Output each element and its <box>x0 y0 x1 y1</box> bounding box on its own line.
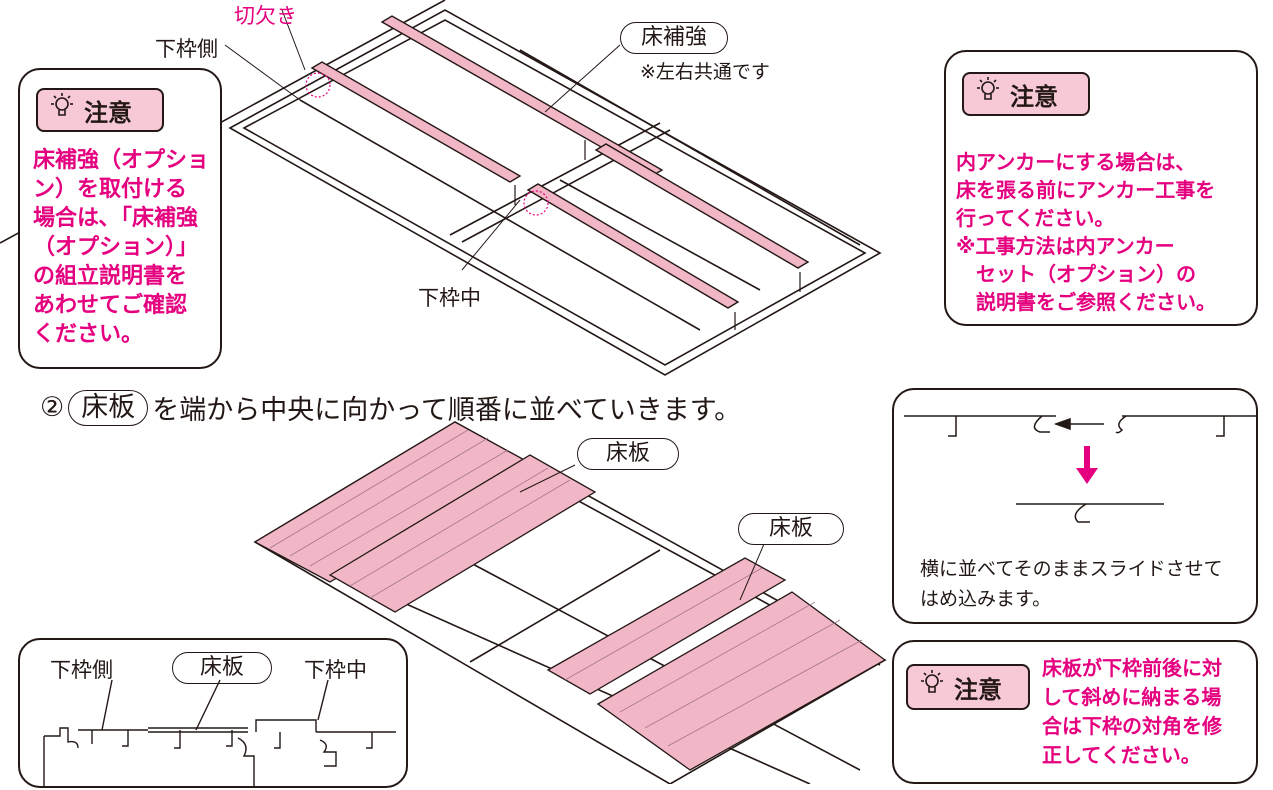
caution-badge-label: 注意 <box>1010 82 1058 111</box>
caution-badge-label: 注意 <box>954 675 1002 704</box>
caution-text: 床補強（オプショ ン）を取付ける 場合は､「床補強 （オプション）」 の組立説明… <box>33 148 210 347</box>
common-note: ※左右共通です <box>640 61 770 83</box>
reinforcement-pill: 床補強 <box>620 22 728 54</box>
section-board-pill: 床板 <box>172 652 272 684</box>
side-frame-label: 下枠側 <box>155 37 218 61</box>
step-instruction: を端から中央に向かって順番に並べていきます。 <box>152 395 742 426</box>
lightbulb-icon <box>46 91 78 129</box>
caution-badge: 注意 <box>36 88 164 132</box>
caution-box-bottom: 注意 床板が下枠前後に対 して斜めに納まる場 合は下枠の対角を修 正してください… <box>892 640 1258 784</box>
section-middle-label: 下枠中 <box>304 658 367 682</box>
caution-text: 内アンカーにする場合は、 床を張る前にアンカー工事を 行ってください。 ※工事方… <box>956 150 1216 314</box>
caution-box-right: 注意 内アンカーにする場合は、 床を張る前にアンカー工事を 行ってください。 ※… <box>944 50 1258 326</box>
caution-badge-label: 注意 <box>84 98 132 127</box>
step-part-pill: 床板 <box>68 389 149 426</box>
middle-frame-label: 下枠中 <box>418 286 481 310</box>
step-2-heading: ② 床板 を端から中央に向かって順番に並べていきます。 <box>40 388 741 427</box>
section-detail-box: 下枠側 床板 下枠中 <box>18 638 408 788</box>
slide-detail-drawing <box>904 415 1256 523</box>
caution-badge: 注意 <box>962 72 1090 116</box>
notch-label: 切欠き <box>234 4 297 28</box>
slide-detail-caption: 横に並べてそのままスライドさせて はめ込みます。 <box>920 558 1223 610</box>
caution-badge: 注意 <box>906 664 1030 710</box>
step-number: ② <box>40 392 65 423</box>
caution-text: 床板が下枠前後に対 して斜めに納まる場 合は下枠の対角を修 正してください。 <box>1042 656 1222 767</box>
floorboard-label-2: 床板 <box>738 513 844 545</box>
caution-box-left: 注意 床補強（オプショ ン）を取付ける 場合は､「床補強 （オプション）」 の組… <box>18 68 222 369</box>
slide-detail-box: 横に並べてそのままスライドさせて はめ込みます。 <box>892 388 1258 624</box>
section-profile-drawing <box>43 679 396 786</box>
floorboard-label-1: 床板 <box>577 438 679 470</box>
lightbulb-icon <box>916 668 948 706</box>
section-side-label: 下枠側 <box>50 658 113 682</box>
lightbulb-icon <box>972 75 1004 113</box>
